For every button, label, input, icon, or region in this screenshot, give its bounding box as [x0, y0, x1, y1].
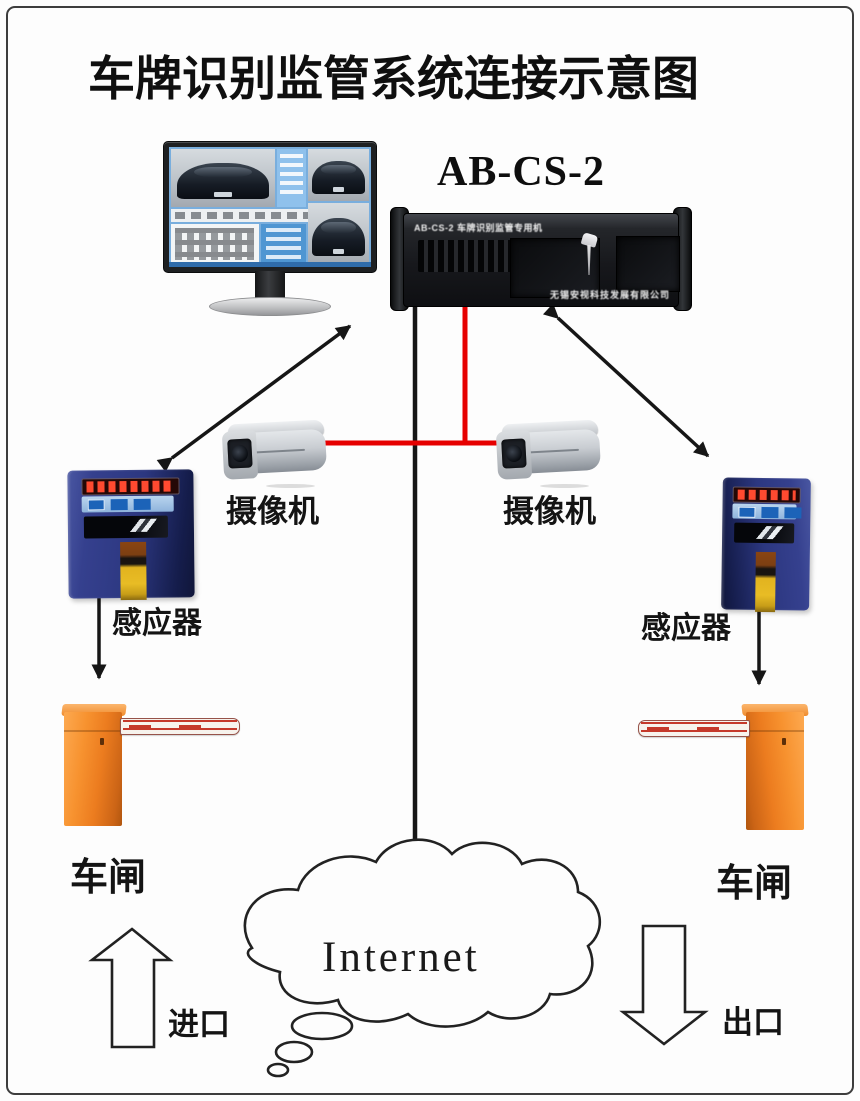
car-image: [177, 162, 269, 199]
server-vent-grille: [418, 240, 522, 272]
sensor-kiosk-left: [62, 466, 202, 602]
exit-label: 出口: [722, 1005, 784, 1040]
barrier-gate-left: [61, 698, 252, 832]
exit-down-arrow: [619, 924, 709, 1046]
server-recess-left: [510, 238, 600, 298]
camera-shadow: [540, 484, 589, 488]
kiosk-card-slot: [83, 515, 169, 539]
camera-lens-icon: [505, 444, 523, 463]
kiosk-stripe: [755, 551, 776, 613]
server-front-panel: AB-CS-2 车牌识别监管专用机 无锡安视科技发展有限公司: [403, 213, 680, 307]
server-company-text: 无锡安视科技发展有限公司: [549, 290, 670, 300]
camera-shadow: [266, 484, 315, 488]
monitor-screen: [169, 147, 371, 267]
entrance-up-arrow: [88, 927, 174, 1049]
camera-right: [495, 418, 612, 490]
sensor-kiosk-right: [714, 474, 822, 614]
camera-front: [495, 430, 533, 480]
camera-front: [221, 430, 259, 480]
cloud-bubble-large: [290, 1011, 354, 1041]
arrow-right-sensor-to-server: [542, 303, 710, 458]
gate-left-label: 车闸: [70, 857, 147, 899]
sensor-left-label: 感应器: [112, 607, 202, 640]
kiosk-led-display: [732, 486, 801, 504]
camera-lens-housing: [501, 438, 527, 469]
gate-right-label: 车闸: [716, 863, 793, 905]
plate-character-panel: [171, 224, 259, 265]
entrance-label: 进口: [168, 1007, 230, 1042]
control-button-panel: [261, 224, 306, 265]
gate-arm: [120, 718, 240, 735]
recognition-form-panel: [277, 149, 306, 207]
cloud-bubble-medium: [274, 1040, 314, 1064]
gate-cabinet: [64, 712, 122, 826]
kiosk-body: [67, 469, 195, 601]
kiosk-screen: [732, 503, 797, 520]
plate-capture-image-top-right: [308, 149, 369, 201]
internet-cloud: [243, 838, 602, 1078]
barrier-gate-right: [608, 700, 809, 836]
camera-right-label: 摄像机: [503, 494, 596, 529]
camera-left: [221, 418, 338, 490]
monitor-base: [209, 297, 331, 316]
page-title: 车牌识别监管系统连接示意图: [88, 54, 699, 106]
server-key-lock: [580, 232, 599, 282]
camera-left-label: 摄像机: [226, 494, 319, 529]
server-front-text: AB-CS-2 车牌识别监管专用机: [414, 223, 543, 233]
cloud-bubble-small: [266, 1062, 290, 1078]
key-stem: [587, 245, 591, 275]
camera-lens-housing: [227, 438, 253, 469]
internet-label: Internet: [322, 934, 480, 981]
server-recess-right: [616, 236, 680, 292]
kiosk-body: [721, 477, 811, 613]
server-unit: AB-CS-2 车牌识别监管专用机 无锡安视科技发展有限公司: [390, 203, 692, 313]
arrow-left-sensor-to-server: [156, 324, 352, 473]
car-image: [311, 161, 366, 194]
plate-capture-image-bottom-right: [308, 203, 369, 265]
kiosk-screen: [81, 495, 174, 513]
gate-arm: [638, 720, 750, 737]
kiosk-card-slot: [734, 522, 795, 544]
server-model-label: AB-CS-2: [437, 149, 606, 195]
kiosk-led-display: [81, 477, 180, 496]
car-image: [311, 217, 366, 257]
plate-capture-image-top-left: [171, 149, 275, 207]
monitor-bezel: [163, 141, 377, 273]
screen-taskbar: [169, 262, 371, 267]
gate-cabinet: [746, 712, 804, 830]
monitor-workstation: [163, 141, 377, 316]
sensor-right-label: 感应器: [641, 612, 731, 645]
kiosk-stripe: [120, 541, 147, 601]
cloud-outline: [243, 838, 602, 1028]
camera-lens-icon: [231, 444, 249, 463]
